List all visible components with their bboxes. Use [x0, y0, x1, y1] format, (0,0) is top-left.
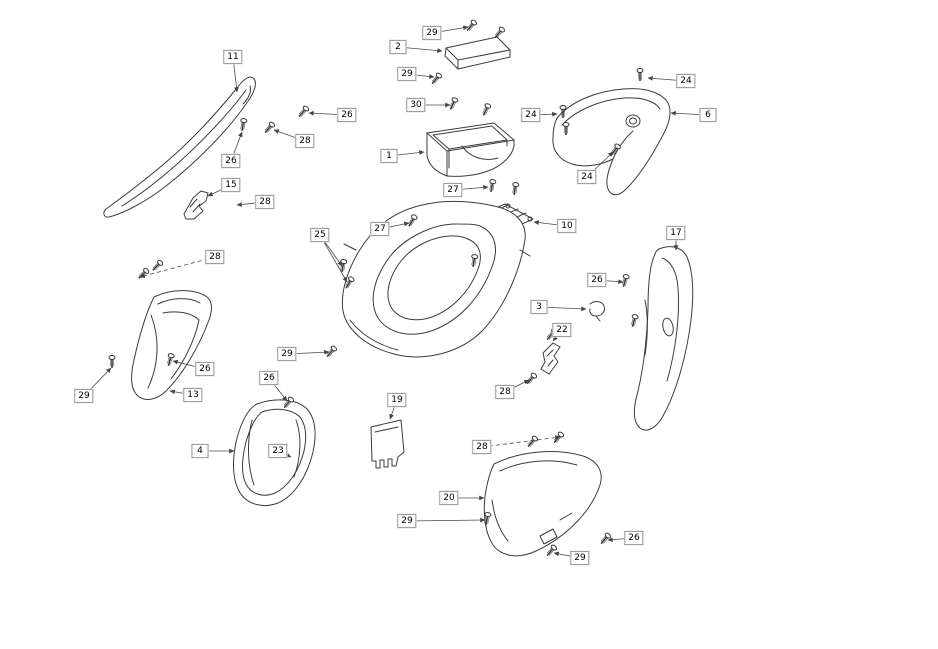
part-20-lower-panel — [483, 451, 602, 557]
part-callout-17: 17 — [666, 226, 686, 240]
part-callout-29: 29 — [422, 26, 442, 40]
part-callout-11: 11 — [223, 50, 243, 64]
part-callout-19: 19 — [387, 393, 407, 407]
part-callout-2: 2 — [389, 40, 407, 54]
part-19-grille — [370, 419, 405, 469]
part-callout-28: 28 — [295, 134, 315, 148]
bolt-icon — [544, 543, 559, 559]
part-callout-23: 23 — [268, 444, 288, 458]
part-callout-27: 27 — [370, 222, 390, 236]
part-callout-29: 29 — [277, 347, 297, 361]
bolt-icon — [628, 313, 640, 329]
bolt-icon — [446, 96, 460, 112]
part-callout-15: 15 — [221, 178, 241, 192]
part-callout-28: 28 — [495, 385, 515, 399]
part-15-bracket — [183, 190, 209, 220]
part-callout-25: 25 — [310, 228, 330, 242]
part-13-panel — [131, 290, 212, 400]
part-callout-20: 20 — [439, 491, 459, 505]
part-callout-13: 13 — [183, 388, 203, 402]
bolt-icon — [149, 258, 165, 274]
part-callout-29: 29 — [74, 389, 94, 403]
part-callout-4: 4 — [191, 444, 209, 458]
bolt-icon — [510, 181, 520, 197]
part-callout-27: 27 — [443, 183, 463, 197]
part-callout-22: 22 — [552, 323, 572, 337]
bolt-icon — [487, 178, 497, 194]
bolt-icon — [108, 354, 116, 369]
part-1-storage-box — [426, 122, 515, 177]
part-callout-26: 26 — [337, 108, 357, 122]
part-10-underseat-body — [341, 200, 531, 358]
part-callout-6: 6 — [699, 108, 717, 122]
part-callout-10: 10 — [557, 219, 577, 233]
part-callout-29: 29 — [397, 67, 417, 81]
part-callout-24: 24 — [676, 74, 696, 88]
part-3-clip — [589, 301, 605, 322]
part-callout-24: 24 — [521, 108, 541, 122]
part-callout-26: 26 — [221, 154, 241, 168]
part-callout-3: 3 — [530, 300, 548, 314]
part-callout-24: 24 — [577, 170, 597, 184]
bolt-icon — [135, 266, 151, 282]
part-callout-1: 1 — [380, 149, 398, 163]
bolt-icon — [619, 273, 631, 289]
part-17-side-panel — [633, 246, 694, 431]
part-callout-28: 28 — [205, 250, 225, 264]
bolt-icon — [524, 371, 539, 387]
part-11-side-trim — [103, 76, 256, 218]
part-callout-30: 30 — [406, 98, 426, 112]
part-callout-29: 29 — [397, 514, 417, 528]
bolt-icon — [296, 104, 311, 120]
bolt-icon — [525, 434, 540, 450]
bolt-icon — [429, 71, 444, 87]
part-callout-26: 26 — [587, 273, 607, 287]
bolt-icon — [238, 117, 248, 133]
bolt-icon — [464, 18, 479, 34]
part-callout-26: 26 — [624, 531, 644, 545]
part-callout-26: 26 — [195, 362, 215, 376]
bolt-icon — [479, 102, 493, 118]
part-callout-29: 29 — [570, 551, 590, 565]
bolt-icon — [262, 120, 277, 136]
bolt-icon — [598, 531, 613, 547]
part-callout-26: 26 — [259, 371, 279, 385]
part-callout-28: 28 — [472, 440, 492, 454]
part-22-bracket — [540, 342, 561, 375]
part-6-rear-cowl — [552, 88, 671, 196]
bolt-icon — [636, 67, 644, 82]
part-2-cover — [444, 36, 511, 70]
part-callout-28: 28 — [255, 195, 275, 209]
